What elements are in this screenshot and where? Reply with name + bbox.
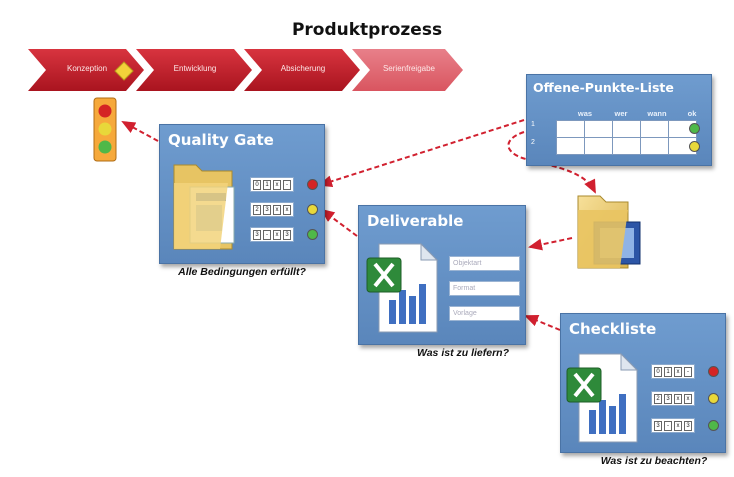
status-yellow-icon	[307, 204, 318, 215]
condition-cell: x	[674, 393, 682, 404]
condition-cell: x	[674, 366, 682, 377]
table-row	[556, 137, 697, 155]
condition-cell: 0	[253, 179, 261, 190]
open-points-title: Offene-Punkte-Liste	[533, 80, 674, 95]
chevron-entwicklung	[136, 49, 252, 91]
condition-cell: 2	[253, 204, 261, 215]
status-yellow-icon	[708, 393, 719, 404]
condition-cell: x	[273, 229, 281, 240]
process-step-label: Serienfreigabe	[382, 64, 436, 73]
row-number: 2	[531, 139, 535, 146]
arrow-folder-to-deliverable	[528, 237, 573, 251]
status-green-icon	[307, 229, 318, 240]
checklist-panel: Checkliste 0 1 x - 2 3 x x 3 - x	[560, 313, 726, 453]
column-header: wann	[647, 109, 667, 118]
table-row	[556, 120, 697, 138]
condition-cell: 3	[654, 420, 662, 431]
chevron-konzeption	[28, 49, 144, 91]
condition-cell: 3	[263, 204, 271, 215]
condition-cell: 3	[253, 229, 261, 240]
quality-gate-caption: Alle Bedingungen erfüllt?	[178, 266, 306, 278]
condition-cell: -	[283, 179, 291, 190]
open-points-table	[556, 120, 697, 155]
process-step-label: Absicherung	[280, 64, 326, 73]
condition-row: 2 3 x x	[250, 202, 294, 217]
condition-cell: 3	[283, 229, 291, 240]
row-number: 1	[531, 121, 535, 128]
arrow-checklist-to-deliverable	[524, 315, 561, 331]
condition-cell: x	[273, 179, 281, 190]
condition-row: 0 1 x -	[250, 177, 294, 192]
column-header: ok	[687, 109, 697, 118]
arrow-deliverable-to-gate	[320, 208, 358, 237]
process-step-label: Konzeption	[66, 64, 108, 73]
status-red-icon	[708, 366, 719, 377]
condition-cell: -	[263, 229, 271, 240]
quality-gate-title: Quality Gate	[168, 131, 274, 149]
vorlage-field: Vorlage	[449, 306, 520, 321]
status-green-icon	[689, 123, 700, 134]
arrow-gate-to-trafficlight	[121, 121, 159, 142]
excel-icon	[366, 242, 439, 333]
condition-row: 0 1 x -	[651, 364, 695, 379]
column-header: wer	[614, 109, 628, 118]
condition-cell: 3	[684, 420, 692, 431]
column-header: was	[577, 109, 593, 118]
chevron-absicherung	[244, 49, 360, 91]
objektart-field: Objektart	[449, 256, 520, 271]
folder-icon	[173, 164, 235, 250]
traffic-light-icon	[93, 97, 117, 162]
deliverable-panel: Deliverable Objektart Format Vorlage	[358, 205, 526, 345]
status-yellow-icon	[689, 141, 700, 152]
milestone-diamond-icon	[114, 61, 134, 81]
condition-cell: x	[674, 420, 682, 431]
deliverable-caption: Was ist zu liefern?	[417, 347, 509, 359]
condition-cell: 0	[654, 366, 662, 377]
chevron-serienfreigabe	[352, 49, 463, 91]
condition-cell: x	[684, 393, 692, 404]
status-red-icon	[307, 179, 318, 190]
condition-row: 3 - x 3	[651, 418, 695, 433]
condition-cell: 3	[664, 393, 672, 404]
diagram-title: Produktprozess	[291, 20, 443, 40]
excel-icon	[566, 352, 639, 443]
condition-cell: -	[684, 366, 692, 377]
condition-row: 3 - x 3	[250, 227, 294, 242]
condition-cell: x	[283, 204, 291, 215]
checklist-caption: Was ist zu beachten?	[600, 455, 708, 467]
status-green-icon	[708, 420, 719, 431]
condition-cell: 1	[664, 366, 672, 377]
checklist-title: Checkliste	[569, 320, 657, 338]
condition-cell: -	[664, 420, 672, 431]
folder-icon	[577, 195, 641, 269]
condition-row: 2 3 x x	[651, 391, 695, 406]
condition-cell: x	[273, 204, 281, 215]
deliverable-title: Deliverable	[367, 212, 464, 230]
condition-cell: 1	[263, 179, 271, 190]
process-step-label: Entwicklung	[173, 64, 217, 73]
quality-gate-panel: Quality Gate 0 1 x - 2 3 x x 3 - x 3	[159, 124, 325, 264]
format-field: Format	[449, 281, 520, 296]
arrow-openpoints-to-gate	[318, 119, 525, 188]
condition-cell: 2	[654, 393, 662, 404]
